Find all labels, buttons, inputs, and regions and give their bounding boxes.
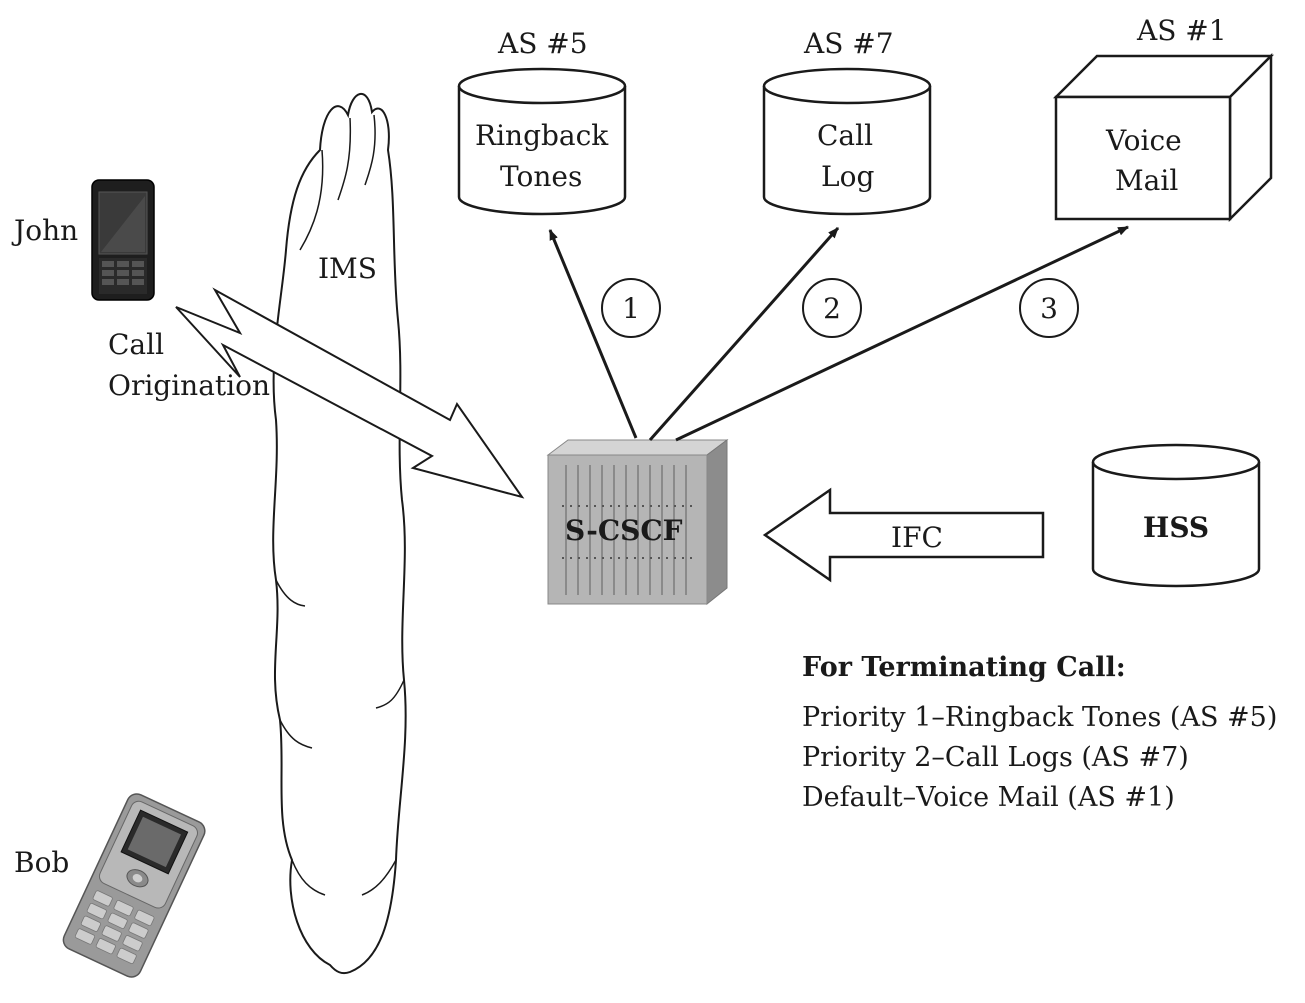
as7-line1: Call bbox=[817, 119, 873, 152]
ifc-label: IFC bbox=[891, 521, 943, 554]
as1-line1: Voice bbox=[1105, 124, 1182, 157]
as1-tag: AS #1 bbox=[1136, 14, 1227, 47]
candybar-phone-icon bbox=[91, 179, 155, 301]
step-1-circle bbox=[601, 278, 661, 338]
step-2-circle bbox=[802, 278, 862, 338]
rules-heading: For Terminating Call: bbox=[802, 652, 1126, 683]
rule-item: Default–Voice Mail (AS #1) bbox=[802, 782, 1175, 813]
as1-line2: Mail bbox=[1115, 164, 1178, 197]
rule-item: Priority 2–Call Logs (AS #7) bbox=[802, 742, 1189, 773]
ims-cloud bbox=[272, 92, 407, 975]
bob-label: Bob bbox=[14, 846, 69, 879]
as5-cylinder bbox=[457, 67, 627, 216]
step-2-label: 2 bbox=[823, 292, 841, 325]
as7-tag: AS #7 bbox=[803, 27, 894, 60]
hss-label: HSS bbox=[1143, 511, 1209, 544]
step-1-label: 1 bbox=[622, 292, 640, 325]
as7-cylinder bbox=[762, 67, 932, 216]
as5-line2: Tones bbox=[500, 160, 582, 193]
rule-item: Priority 1–Ringback Tones (AS #5) bbox=[802, 702, 1277, 733]
arrow-to-as7 bbox=[648, 227, 840, 441]
slider-phone-icon bbox=[62, 793, 206, 978]
step-3-label: 3 bbox=[1040, 292, 1058, 325]
ims-label: IMS bbox=[318, 252, 377, 285]
hss-cylinder bbox=[1091, 443, 1261, 588]
ifc-arrow bbox=[762, 487, 1045, 583]
as1-box bbox=[1052, 52, 1275, 223]
arrow-to-as1 bbox=[675, 225, 1129, 442]
call-origination-arrow bbox=[175, 287, 525, 499]
john-label: John bbox=[11, 214, 78, 247]
as7-line2: Log bbox=[821, 160, 874, 193]
step-3-circle bbox=[1019, 278, 1079, 338]
as5-line1: Ringback bbox=[475, 119, 609, 152]
arrow-to-as5 bbox=[548, 228, 638, 439]
call-origination-line2: Origination bbox=[108, 369, 270, 402]
scscf-label: S-CSCF bbox=[565, 514, 683, 547]
as5-tag: AS #5 bbox=[497, 27, 588, 60]
call-origination-line1: Call bbox=[108, 328, 164, 361]
scscf-server bbox=[546, 439, 729, 606]
